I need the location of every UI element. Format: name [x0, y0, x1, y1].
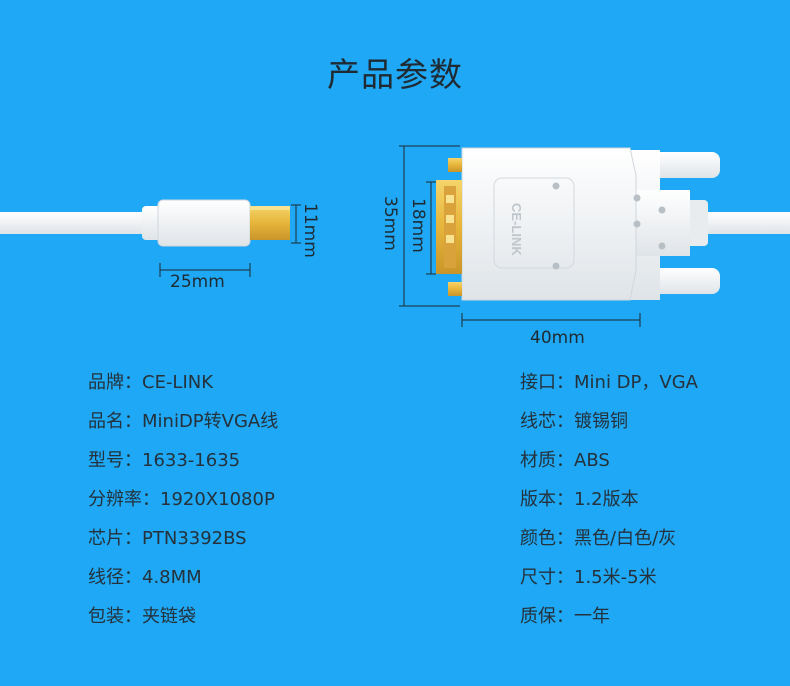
spec-length: 尺寸：1.5米-5米 [520, 567, 657, 588]
vga-brand-text: CE-LINK [509, 203, 524, 256]
minidp-width-label: 25mm [170, 272, 225, 292]
product-diagram: CE-LINK [0, 145, 790, 327]
spec-warranty: 质保：一年 [520, 606, 610, 627]
spec-material: 材质：ABS [520, 450, 610, 471]
vga-width-label: 40mm [530, 328, 585, 348]
spec-wire-diameter: 线径：4.8MM [88, 567, 202, 588]
spec-product-name: 品名：MiniDP转VGA线 [88, 411, 279, 432]
spec-chip: 芯片：PTN3392BS [88, 528, 247, 549]
spec-color: 颜色：黑色/白色/灰 [520, 528, 677, 549]
minidp-connector [0, 199, 290, 247]
vga-connector [436, 147, 790, 301]
spec-resolution: 分辨率：1920X1080P [88, 489, 275, 510]
spec-core: 线芯：镀锡铜 [520, 411, 628, 432]
spec-interface: 接口：Mini DP，VGA [520, 372, 698, 393]
spec-version: 版本：1.2版本 [520, 489, 639, 510]
minidp-height-label: 11mm [300, 203, 320, 258]
page-title: 产品参数 [327, 55, 463, 94]
spec-brand: 品牌：CE-LINK [88, 372, 214, 393]
vga-inner-height-label: 18mm [408, 198, 428, 253]
minidp-dimension-lines [159, 204, 301, 277]
spec-model: 型号：1633-1635 [88, 450, 241, 471]
vga-dimension-lines [399, 145, 641, 327]
vga-outer-height-label: 35mm [380, 196, 400, 251]
spec-packaging: 包装：夹链袋 [88, 606, 196, 627]
